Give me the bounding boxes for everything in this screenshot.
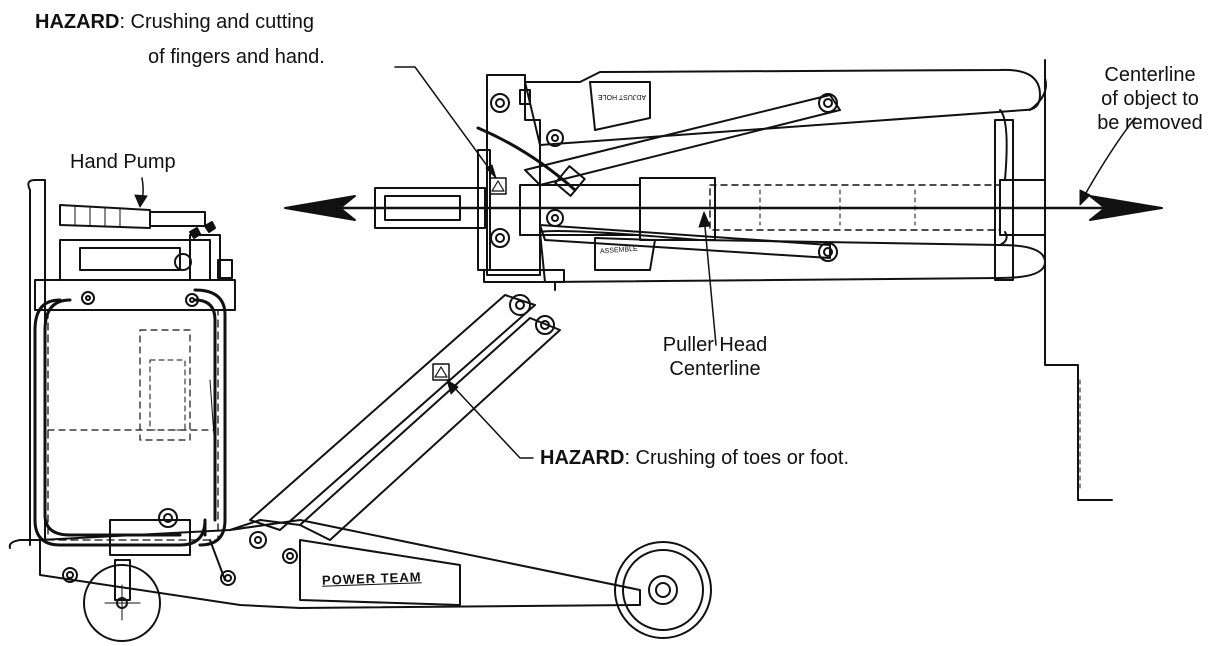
hazard-hand-line1: : Crushing and cutting bbox=[119, 11, 314, 33]
object-centerline-line1: Centerline bbox=[1104, 64, 1196, 86]
hazard-marker-hand bbox=[489, 177, 507, 195]
hazard-keyword: HAZARD bbox=[540, 447, 625, 469]
hazard-foot-label: HAZARD: Crushing of toes or foot. bbox=[540, 446, 849, 470]
jack-base bbox=[39, 508, 712, 642]
hazard-hand-label: HAZARD: Crushing and cutting bbox=[35, 10, 314, 34]
hand-pump-label: Hand Pump bbox=[70, 151, 176, 173]
boom-arms bbox=[249, 281, 561, 541]
puller-head bbox=[374, 68, 1047, 283]
puller-head-centerline-label: Puller Head Centerline bbox=[640, 333, 790, 381]
hazard-keyword: HAZARD bbox=[35, 11, 120, 33]
leader-lines bbox=[134, 66, 1136, 459]
top-arm-decal: ADJUST HOLE bbox=[598, 93, 647, 100]
hazard-foot-text: : Crushing of toes or foot. bbox=[624, 447, 849, 469]
brand-decal: POWER TEAM bbox=[321, 569, 422, 588]
object-centerline-line3: be removed bbox=[1097, 112, 1203, 134]
puller-head-line2: Centerline bbox=[669, 358, 761, 380]
object-centerline-line2: of object to bbox=[1101, 88, 1199, 110]
puller-head-line1: Puller Head bbox=[662, 334, 768, 356]
hand-pump bbox=[59, 204, 233, 281]
hazard-hand-label-line2: of fingers and hand. bbox=[148, 46, 325, 68]
hazard-marker-foot bbox=[432, 363, 450, 381]
object-centerline-label: Centerline of object to be removed bbox=[1075, 63, 1220, 135]
centerline-axis bbox=[284, 195, 1163, 221]
